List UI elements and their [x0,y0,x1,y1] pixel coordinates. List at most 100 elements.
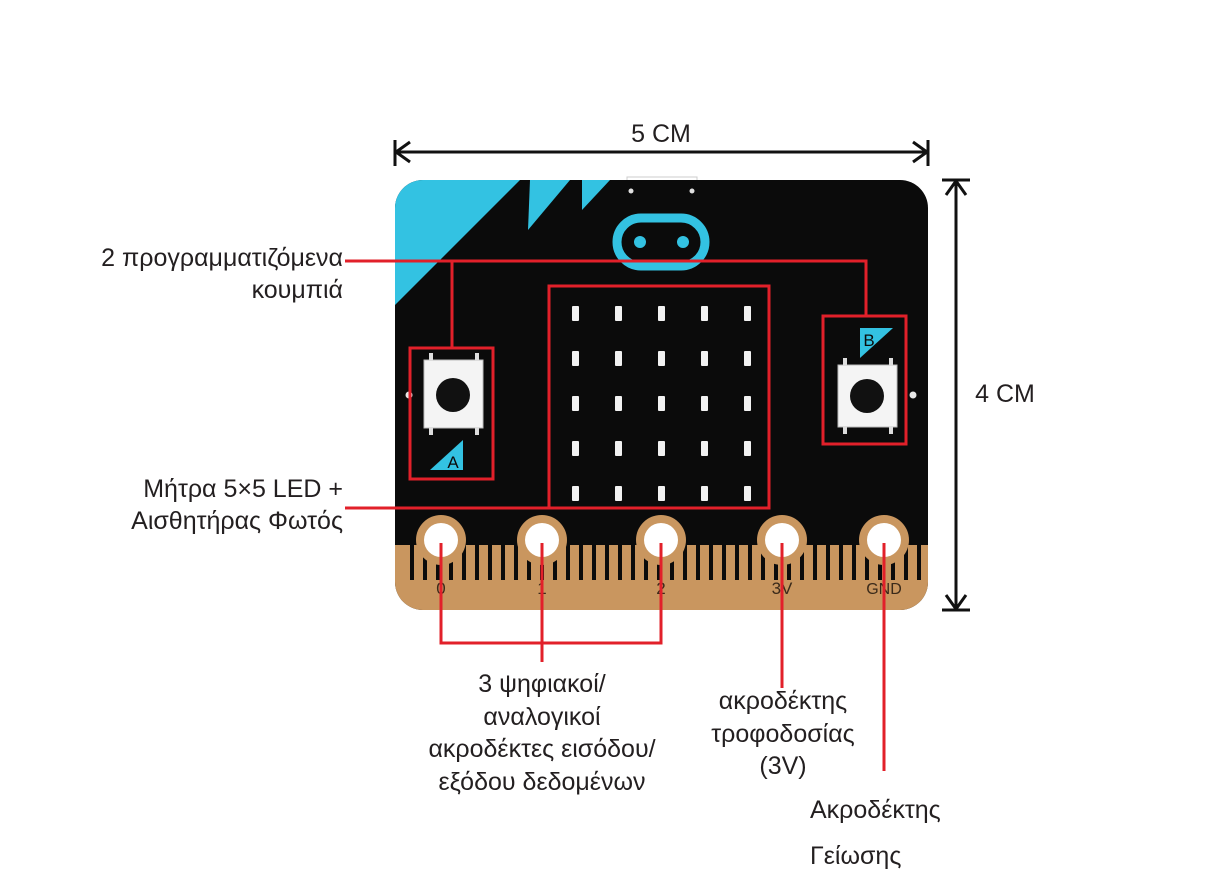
callout-label-line: Αισθητήρας Φωτός [131,506,343,535]
button-a-label: A [447,453,459,472]
led-5-2 [615,486,622,501]
pin-hole-icon [644,523,678,557]
hole-icon [909,391,917,399]
status-led-icon [628,188,634,194]
button-b[interactable]: B [837,328,898,434]
button-a[interactable]: A [423,353,484,472]
led-4-4 [701,441,708,456]
button-a-marker [430,440,463,470]
callout-label-line: εξόδου δεδομένων [438,767,646,796]
connector-gap [501,545,505,580]
callout-label-power: ακροδέκτης τροφοδοσίας (3V) [693,685,873,783]
connector-gap [644,545,648,580]
led-3-2 [615,396,622,411]
led-5-3 [658,486,665,501]
led-3-4 [701,396,708,411]
connector-gap [514,545,518,580]
led-3-3 [658,396,665,411]
led-2-3 [658,351,665,366]
led-1-4 [701,306,708,321]
connector-gap [566,545,570,580]
connector-gap [592,545,596,580]
connector-gap [904,545,908,580]
status-led-icon [689,188,695,194]
button-a-cap-icon[interactable] [436,378,470,412]
connector-gap [826,545,830,580]
callout-label-line: ακροδέκτης [718,687,848,715]
accent-stripe [528,180,570,230]
led-2-1 [572,351,579,366]
connector-gap [670,545,674,580]
callout-label-line: Ακροδέκτης [810,796,941,824]
callout-label-line: Γείωσης [810,842,902,871]
callout-label-buttons: 2 προγραμματιζόμενα κουμπιά [101,243,343,307]
led-3-5 [744,396,751,411]
led-1-2 [615,306,622,321]
callout-label-io-pins: 3 ψηφιακοί/ αναλογικοί ακροδέκτες εισόδο… [392,668,692,798]
accent-stripe [395,180,520,305]
connector-gap [527,545,531,580]
button-b-cap-icon[interactable] [850,379,884,413]
connector-gap [475,545,479,580]
pin-hole-icon [765,523,799,557]
led-3-1 [572,396,579,411]
microbit-logo [612,213,710,271]
led-4-1 [572,441,579,456]
led-5-4 [701,486,708,501]
callout-label-line: τροφοδοσίας [711,719,855,748]
callout-label-line: (3V) [759,752,807,780]
pin-hole-icon [867,523,901,557]
accent-stripe [582,180,610,210]
callout-label-line: Μήτρα 5×5 LED + [143,475,343,503]
callout-label-line: 2 προγραμματιζόμενα [101,244,343,272]
button-b-label: B [863,331,874,350]
led-1-1 [572,306,579,321]
connector-gap [462,545,466,580]
connector-gap [423,545,427,580]
connector-gap [605,545,609,580]
connector-gap [865,545,869,580]
callouts [345,259,908,771]
connector-gap [631,545,635,580]
led-4-3 [658,441,665,456]
callout-box-led-matrix [547,284,771,510]
callout-label-matrix: Μήτρα 5×5 LED + Αισθητήρας Φωτός [131,474,343,538]
led-2-4 [701,351,708,366]
connector-gap [735,545,739,580]
led-5-5 [744,486,751,501]
led-2-2 [615,351,622,366]
pin-hole-icon [525,523,559,557]
pin-hole-icon [424,523,458,557]
callout-label-line: κουμπιά [251,275,343,304]
connector-gap [852,545,856,580]
led-2-5 [744,351,751,366]
button-b-marker [860,328,893,358]
callout-label-line: ακροδέκτες εισόδου/ [428,735,656,763]
connector-gap [748,545,752,580]
connector-gap [813,545,817,580]
callout-label-ground: Ακροδέκτης Γείωσης [810,787,941,880]
width-label: 5 CM [631,120,691,148]
led-4-5 [744,441,751,456]
leader-line-buttons [345,259,868,316]
connector-gap [800,545,804,580]
connector-gap [917,545,921,580]
led-1-3 [658,306,665,321]
led-1-5 [744,306,751,321]
leader-line-io [439,543,663,645]
connector-gap [722,545,726,580]
connector-gap [683,545,687,580]
connector-gap [709,545,713,580]
connector-gap [488,545,492,580]
callout-label-line: 3 ψηφιακοί/ [478,670,606,698]
connector-gap [579,545,583,580]
led-matrix [572,306,751,501]
connector-gap [410,545,414,580]
connector-gap [553,545,557,580]
height-dimension-line [942,178,970,612]
connector-gap [618,545,622,580]
connector-gap [761,545,765,580]
connector-gap [839,545,843,580]
